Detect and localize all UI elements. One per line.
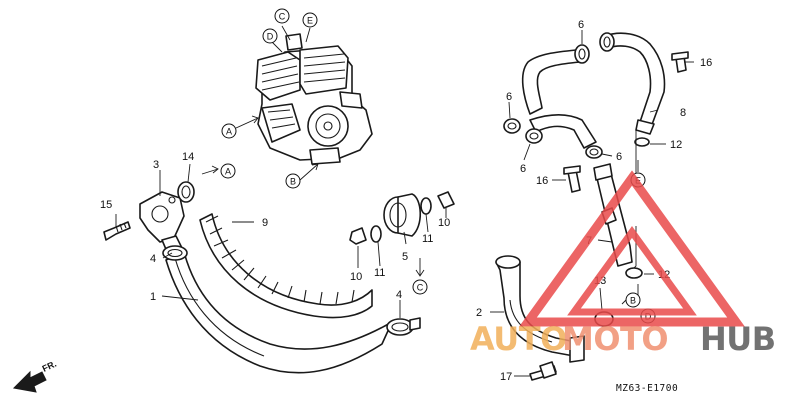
part-number-2: 2 [476, 307, 482, 319]
ref-marker-a-engine: A [221, 123, 237, 139]
lower-radiator-hose [165, 251, 393, 374]
diagram-code: MZ63-E1700 [616, 383, 678, 394]
svg-text:D: D [645, 312, 652, 322]
ref-marker-b-pipe: B [625, 292, 641, 308]
water-pipe-8 [603, 32, 666, 135]
front-arrow-icon [12, 370, 47, 393]
part-number-16-upper: 16 [700, 57, 712, 69]
ref-marker-c-joint: C [412, 279, 428, 295]
part-number-12-upper: 12 [670, 139, 682, 151]
svg-text:B: B [290, 177, 296, 187]
watermark-word-auto: AUTO [470, 320, 567, 358]
bolt-16-upper [671, 51, 689, 73]
part-number-5: 5 [402, 251, 408, 263]
bolt-16-lower [563, 165, 581, 193]
leader-lines [115, 30, 694, 377]
part-number-1: 1 [150, 291, 156, 303]
bypass-hose-upper [521, 49, 581, 115]
svg-text:D: D [267, 32, 274, 42]
part-number-6-left: 6 [506, 91, 512, 103]
clamp-6-b [599, 32, 615, 52]
part-number-9: 9 [262, 217, 268, 229]
part-number-4-left: 4 [150, 253, 156, 265]
watermark-triangle-outer [519, 170, 745, 327]
ref-marker-d-engine: D [262, 28, 278, 44]
clamp-6-c [503, 118, 521, 134]
hose-clamp-lower [386, 317, 421, 336]
clamp-6-e [585, 145, 603, 159]
svg-text:B: B [630, 296, 636, 306]
corrugated-air-hose [199, 213, 373, 319]
o-ring-14 [177, 181, 195, 203]
svg-text:C: C [279, 12, 286, 22]
clip-10-left [349, 227, 367, 245]
part-number-8: 8 [680, 107, 686, 119]
reference-arrows [201, 25, 649, 317]
hose-joint-5 [383, 193, 422, 237]
o-ring-12-upper [634, 137, 650, 147]
svg-text:E: E [307, 16, 313, 26]
ref-marker-c-engine: C [274, 8, 290, 24]
engine-illustration [255, 33, 373, 165]
part-number-4-right: 4 [396, 289, 402, 301]
part-number-11-right: 11 [422, 233, 433, 245]
part-number-6-right: 6 [616, 151, 622, 163]
clamp-6-d [525, 128, 543, 144]
bypass-hose-lower [529, 113, 597, 149]
svg-text:A: A [225, 167, 231, 177]
part-number-10-right: 10 [438, 217, 450, 229]
front-direction-marker: FR. [12, 359, 58, 393]
part-number-17: 17 [500, 371, 512, 383]
o-ring-12-lower [625, 267, 643, 279]
hose-clamp-upper [162, 245, 188, 261]
part-number-6-top: 6 [578, 19, 584, 31]
water-pipe-2 [495, 255, 585, 363]
bolt-17 [529, 361, 557, 381]
part-number-14: 14 [182, 151, 194, 163]
part-number-16-lower: 16 [536, 175, 548, 187]
clamp-6-a [574, 44, 590, 64]
automotohub-watermark: AUTO MOTO HUB [470, 170, 776, 358]
ref-marker-b-engine: B [285, 173, 301, 189]
watermark-word-hub: HUB [700, 320, 776, 358]
part-number-15: 15 [100, 199, 112, 211]
o-ring-11-right [420, 197, 432, 215]
part-number-10-left: 10 [350, 271, 362, 283]
watermark-word-moto: MOTO [562, 320, 668, 358]
front-label: FR. [41, 359, 58, 374]
bolt-15 [103, 221, 131, 241]
svg-text:A: A [226, 127, 232, 137]
ref-marker-a-hose: A [220, 163, 236, 179]
part-number-6-bottom: 6 [520, 163, 526, 175]
part-number-3: 3 [153, 159, 159, 171]
svg-text:C: C [417, 283, 424, 293]
part-number-11-left: 11 [374, 267, 385, 279]
clip-10-right [437, 191, 455, 209]
thermostat-cover [139, 191, 185, 255]
watermark-triangle-inner [567, 226, 697, 316]
o-ring-11-left [370, 225, 382, 243]
ref-marker-e-engine: E [302, 12, 318, 28]
